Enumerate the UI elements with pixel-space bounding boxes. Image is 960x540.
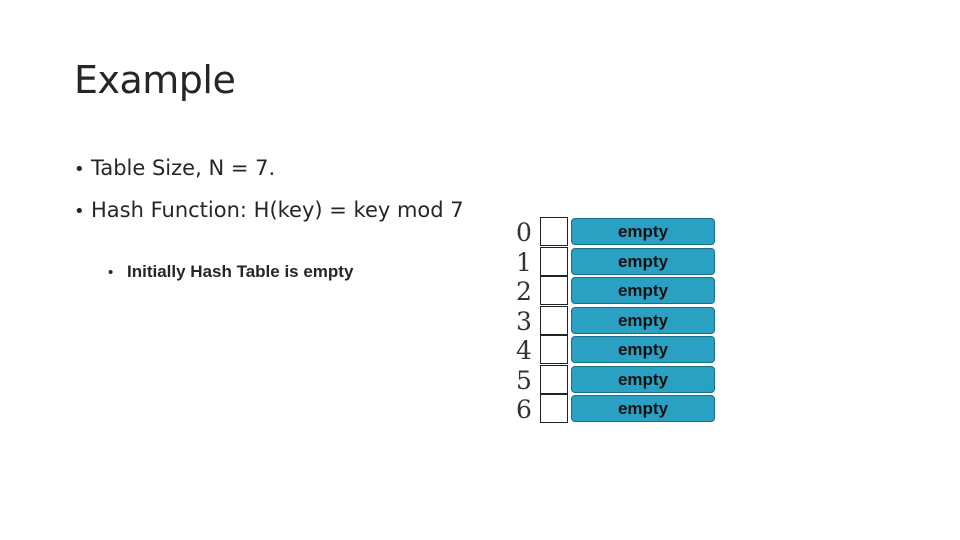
hash-slot-5: 5 empty (512, 364, 717, 395)
slot-index: 1 (516, 247, 532, 277)
hash-slot-6: 6 empty (512, 394, 717, 424)
slot-value-cell: empty (571, 336, 715, 363)
slot-key-box (540, 335, 568, 364)
slot-key-box (540, 217, 568, 246)
slot-value-cell: empty (571, 247, 715, 275)
slide-title: Example (74, 58, 236, 102)
bullet-item: • Hash Function: H(key) = key mod 7 (74, 190, 464, 232)
slot-index: 6 (516, 395, 532, 424)
slot-value-cell: empty (571, 395, 715, 422)
hash-slot-0: 0 empty (512, 217, 717, 247)
bullet-text-table-size: Table Size, N = 7. (91, 156, 276, 180)
bullet-item: • Table Size, N = 7. (74, 148, 464, 190)
hash-slot-2: 2 empty (512, 276, 717, 306)
slot-index: 2 (516, 277, 532, 306)
slot-key-box (540, 364, 568, 394)
slot-index: 3 (516, 306, 532, 336)
bullet-list: • Table Size, N = 7. • Hash Function: H(… (74, 148, 464, 232)
bullet-text-hash-function: Hash Function: H(key) = key mod 7 (91, 198, 464, 222)
slot-value-cell: empty (571, 365, 715, 393)
slot-key-box (540, 305, 568, 335)
hash-slot-4: 4 empty (512, 335, 717, 365)
hash-slot-3: 3 empty (512, 305, 717, 336)
slot-key-box (540, 246, 568, 276)
slot-value-cell: empty (571, 277, 715, 304)
slot-value-cell: empty (571, 306, 715, 334)
hash-slot-1: 1 empty (512, 246, 717, 277)
slot-index: 5 (516, 365, 532, 395)
sub-bullet-text: Initially Hash Table is empty (127, 262, 354, 281)
slot-index: 0 (516, 218, 532, 247)
bullet-dot: • (74, 201, 85, 222)
slot-index: 4 (516, 336, 532, 365)
bullet-dot: • (74, 159, 85, 180)
slot-value-cell: empty (571, 218, 715, 245)
sub-bullet-item: • Initially Hash Table is empty (108, 262, 353, 282)
slot-key-box (540, 394, 568, 423)
bullet-dot: • (108, 264, 114, 281)
slot-key-box (540, 276, 568, 305)
